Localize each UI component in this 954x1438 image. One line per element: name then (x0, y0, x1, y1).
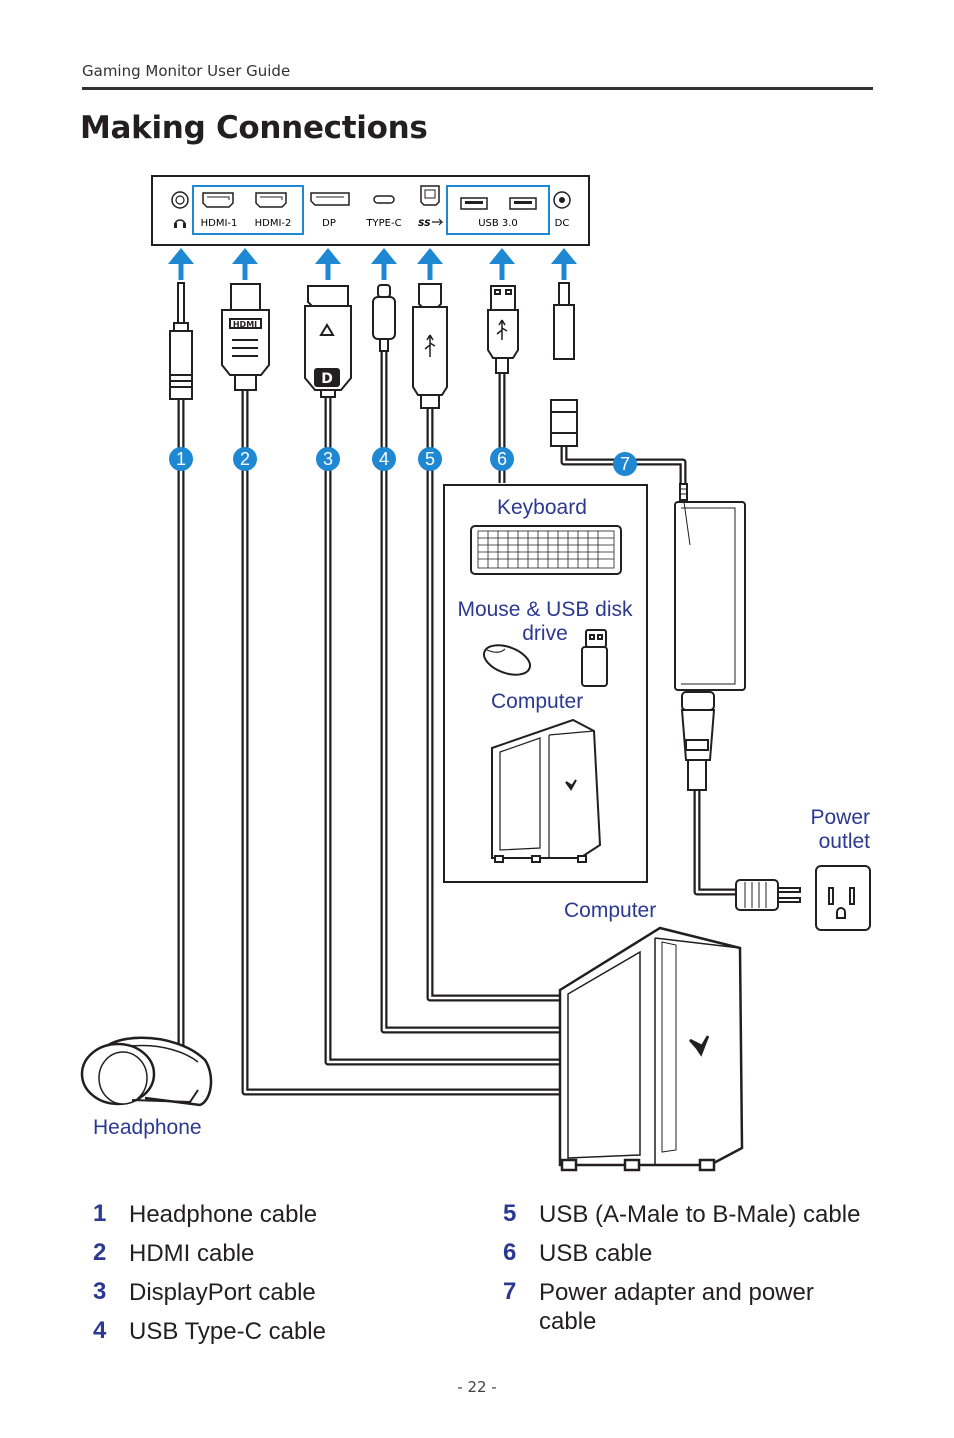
typec-plug-icon (372, 284, 396, 352)
main-computer-label: Computer (564, 899, 657, 922)
typec-label: TYPE-C (365, 218, 401, 229)
mouse-icon (483, 644, 531, 676)
connectors: HDMI D (169, 282, 578, 447)
hdmi1-port-icon (202, 192, 234, 208)
badges: 1 2 3 4 5 6 7 (169, 447, 637, 476)
dp-port-icon (310, 192, 350, 206)
arrow-7 (551, 248, 577, 280)
badge-2: 2 (233, 447, 257, 471)
headphone-plug-icon (169, 282, 193, 400)
main-computer-icon (558, 926, 744, 1172)
dc-port-icon (553, 191, 571, 209)
power-adapter-icon (674, 483, 746, 691)
power-ac-cable (693, 790, 740, 896)
displayport-plug-icon: D (304, 285, 352, 398)
typec-port-icon (373, 195, 395, 204)
power-plug-icon (735, 879, 801, 911)
dc-plug-icon (550, 282, 578, 447)
badge-7: 7 (613, 452, 637, 476)
usb-b-plug-icon (412, 283, 448, 409)
usb30-label: USB 3.0 (478, 218, 518, 229)
arrow-1 (168, 248, 194, 280)
hdmi2-label: HDMI-2 (255, 218, 292, 229)
svg-text:D: D (321, 371, 333, 387)
badge-4: 4 (372, 447, 396, 471)
headphone-label: Headphone (93, 1116, 202, 1139)
badge-1: 1 (169, 447, 193, 471)
header-rule (82, 87, 873, 90)
monitor-port-panel: HDMI-1 HDMI-2 DP TYPE-C SS USB 3.0 DC (151, 175, 590, 246)
usb-a-port-2-icon (509, 197, 537, 210)
usb-b-port-icon (420, 185, 440, 206)
usb-a-plug-icon (487, 285, 519, 374)
svg-text:6: 6 (497, 449, 507, 469)
dc-label: DC (555, 218, 570, 229)
headphone-port-icon (171, 191, 189, 209)
arrow-4 (371, 248, 397, 280)
headphone-icon (80, 1036, 213, 1107)
arrow-5 (417, 248, 443, 280)
keyboard-icon (470, 525, 622, 575)
ss-usb-logo-icon: SS (418, 219, 431, 229)
keyboard-label: Keyboard (497, 496, 587, 519)
arrow-6 (489, 248, 515, 280)
arrow-3 (315, 248, 341, 280)
inner-computer-label: Computer (491, 690, 584, 713)
svg-text:7: 7 (620, 454, 630, 474)
badge-6: 6 (490, 447, 514, 471)
small-computer-icon (491, 718, 602, 863)
dp-label: DP (322, 218, 336, 229)
page-title: Making Connections (80, 110, 428, 146)
svg-text:1: 1 (176, 449, 186, 469)
svg-text:5: 5 (425, 449, 435, 469)
mouse-usb-label: Mouse & USB disk drive (457, 598, 633, 645)
guide-header: Gaming Monitor User Guide (82, 62, 291, 80)
hdmi2-port-icon (255, 192, 287, 208)
badge-3: 3 (316, 447, 340, 471)
svg-text:4: 4 (379, 449, 389, 469)
power-outlet-icon (815, 865, 871, 931)
svg-text:2: 2 (240, 449, 250, 469)
badge-5: 5 (418, 447, 442, 471)
svg-text:3: 3 (323, 449, 333, 469)
hdmi1-label: HDMI-1 (201, 218, 238, 229)
usb-disk-icon (581, 629, 608, 687)
svg-text:HDMI: HDMI (233, 320, 257, 329)
power-cord-connector-icon (680, 691, 716, 791)
page-number: - 22 - (457, 1378, 497, 1396)
power-outlet-label: Power outlet (810, 806, 870, 853)
usb-a-port-1-icon (460, 197, 488, 210)
connection-arrows (168, 248, 577, 280)
arrow-2 (232, 248, 258, 280)
hdmi-plug-icon: HDMI (221, 283, 270, 391)
